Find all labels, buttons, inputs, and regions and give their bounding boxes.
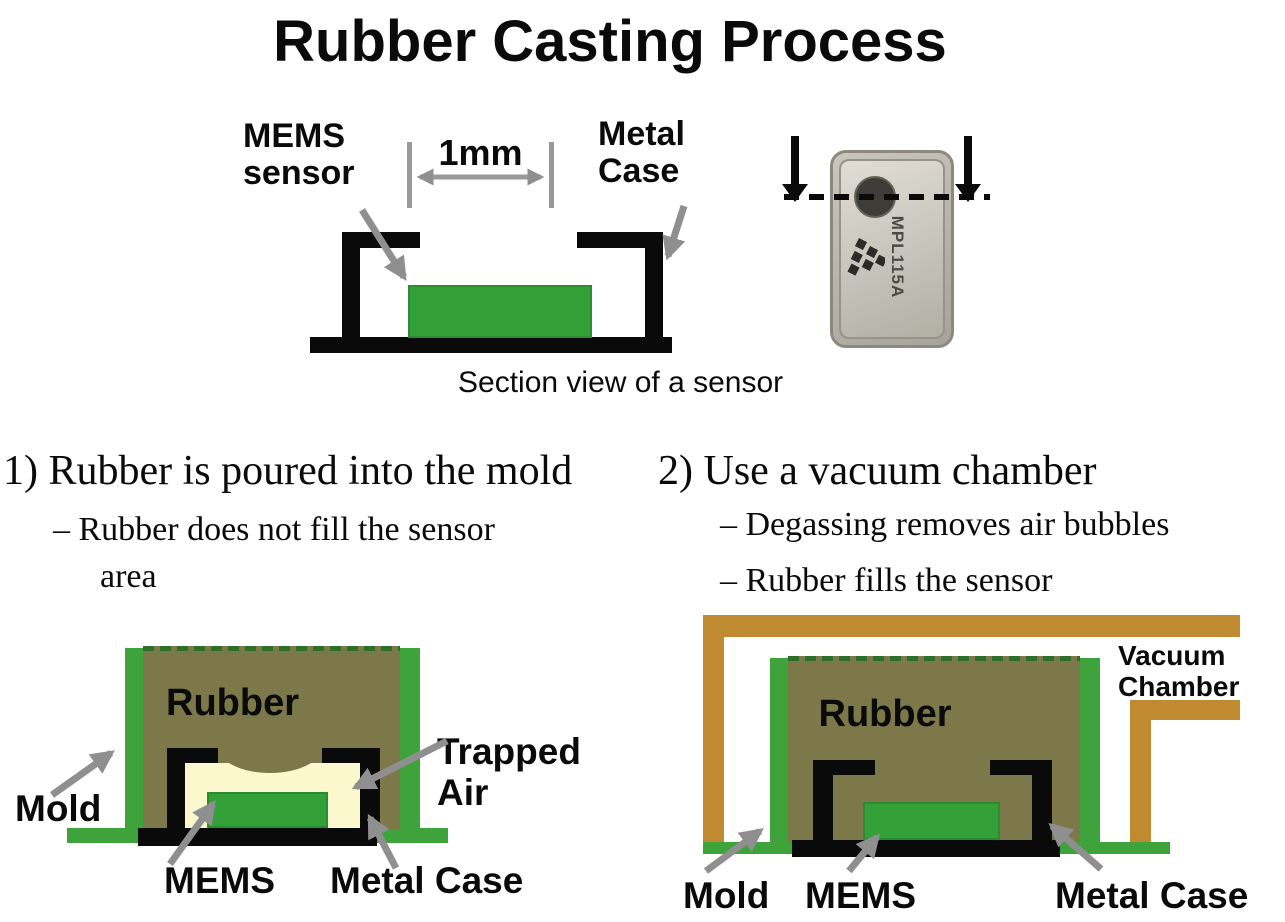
down-arrow-right-shaft xyxy=(964,136,972,186)
mems-die-2 xyxy=(863,802,1000,840)
vacuum-chamber-top-wall xyxy=(703,615,1240,637)
step2-heading: 2) Use a vacuum chamber xyxy=(658,448,1097,494)
page-title: Rubber Casting Process xyxy=(273,9,947,74)
rubber-label-2: Rubber xyxy=(818,693,952,735)
case2-right-wall xyxy=(1032,760,1052,840)
case-left-wall xyxy=(342,232,360,340)
trapped-air-label: Trapped Air xyxy=(437,731,581,813)
rubber-surface-dashes-1 xyxy=(143,646,400,651)
step2-bullet-2: – Rubber fills the sensor xyxy=(720,562,1053,599)
case-right-wall xyxy=(645,232,663,340)
mems-sensor-label: MEMS sensor xyxy=(243,117,355,192)
dimension-label: 1mm xyxy=(438,132,523,173)
metal-case-label: Metal Case xyxy=(598,115,685,190)
chip-part-number: MPL115A xyxy=(888,215,907,299)
section-cut-dashed-line xyxy=(784,194,990,200)
case1-right-wall xyxy=(360,748,380,828)
mold-label-2: Mold xyxy=(683,875,770,916)
dimension-tick-left xyxy=(407,142,412,208)
dimension-tick-right xyxy=(549,142,554,208)
case2-bottom-bar xyxy=(792,840,1060,857)
step1-heading: 1) Rubber is poured into the mold xyxy=(3,448,573,494)
mems-die-1 xyxy=(207,792,328,828)
rubber-surface-dashes-2 xyxy=(788,656,1080,661)
step2-bullet-1: – Degassing removes air bubbles xyxy=(720,506,1170,543)
metal-case-label-2: Metal Case xyxy=(1055,875,1249,916)
case-right-flange xyxy=(577,232,663,248)
vacuum-chamber-left-wall xyxy=(703,615,724,843)
case2-left-wall xyxy=(813,760,833,840)
mold-label-1: Mold xyxy=(15,788,102,829)
rubber-label-1: Rubber xyxy=(166,682,299,724)
mold-right-wall-1 xyxy=(400,648,420,843)
mold-right-wall-2 xyxy=(1080,658,1100,842)
freescale-logo-icon xyxy=(847,238,885,276)
step1-bullet-1: – Rubber does not fill the sensor area xyxy=(53,511,495,595)
rubber-meniscus xyxy=(218,721,322,773)
mems-die xyxy=(408,285,592,338)
mems-label-2: MEMS xyxy=(805,875,916,916)
vacuum-chamber-step-wall xyxy=(1130,700,1240,720)
mold-left-wall-1 xyxy=(125,648,143,843)
vacuum-chamber-right-wall xyxy=(1130,700,1151,842)
case1-bottom-bar xyxy=(138,828,377,846)
down-arrow-left-shaft xyxy=(791,136,799,186)
mold-left-wall-2 xyxy=(770,658,788,842)
arrow-metal-case-top xyxy=(662,204,688,261)
vacuum-chamber-label: Vacuum Chamber xyxy=(1118,640,1240,702)
section-view-caption: Section view of a sensor xyxy=(458,366,784,399)
mems-label-1: MEMS xyxy=(164,860,275,901)
metal-case-label-1: Metal Case xyxy=(330,860,524,901)
case1-left-wall xyxy=(167,748,185,828)
case-bottom-bar xyxy=(310,337,672,353)
